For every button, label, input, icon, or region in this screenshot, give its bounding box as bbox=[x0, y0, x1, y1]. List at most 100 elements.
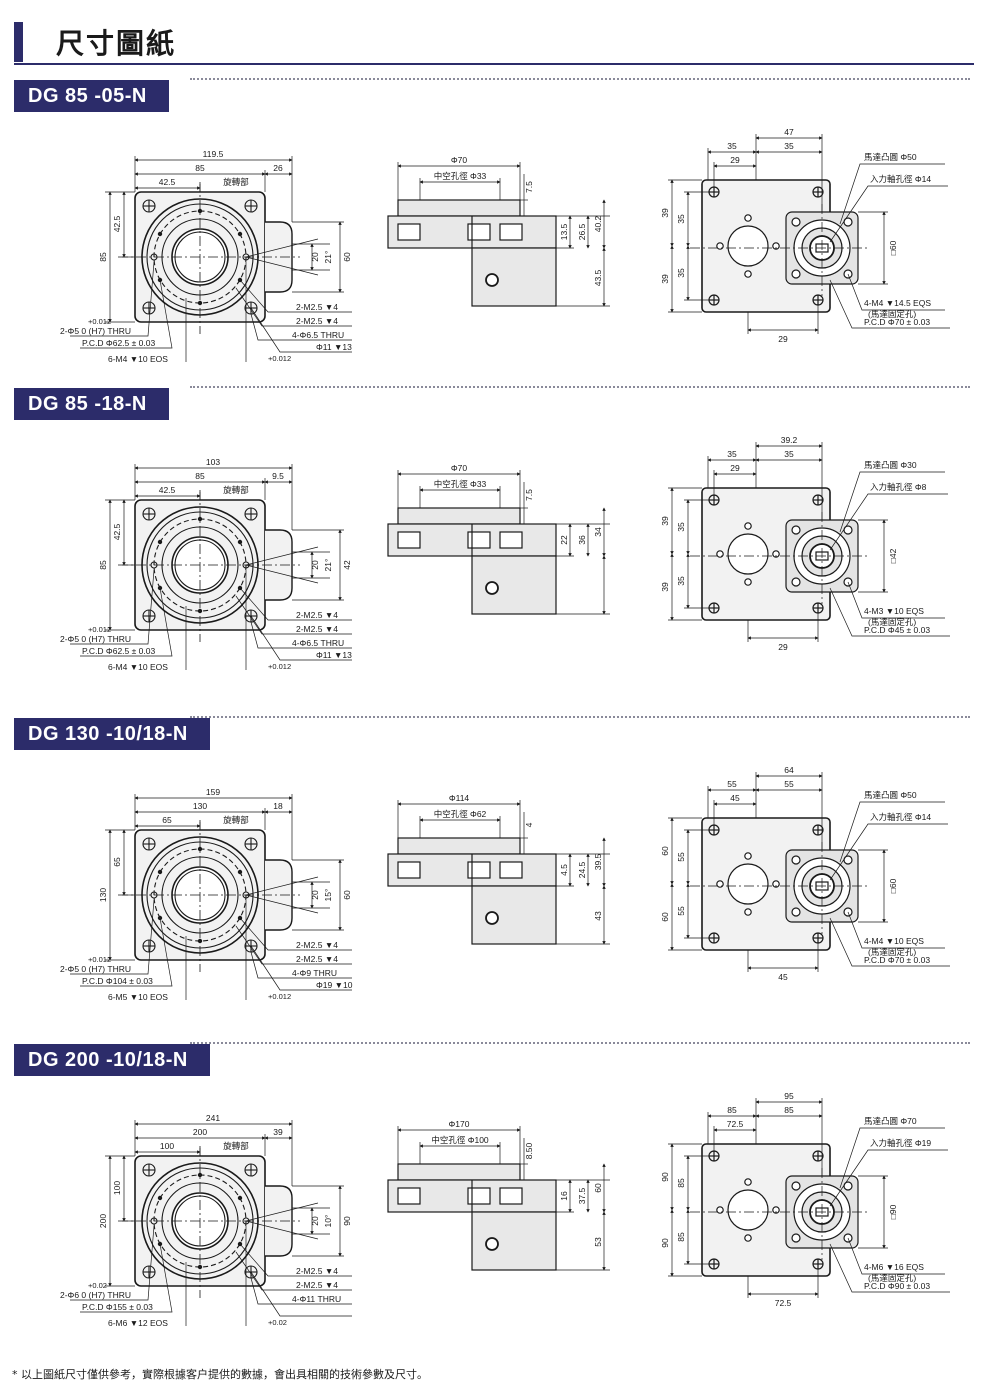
side-top-flange bbox=[397, 1163, 521, 1181]
rear-view bbox=[690, 179, 870, 313]
callout-l3: 6-M4 ▼10 EQS bbox=[108, 354, 168, 362]
front-text: 159 130 18 65 旋轉部 130 65 20 15° 60 2-M2.… bbox=[60, 787, 353, 1000]
dim-ext-h2: 90 bbox=[342, 1216, 352, 1226]
dim-w1: 64 bbox=[784, 765, 794, 775]
model-badge: DG 85 -18-N bbox=[14, 388, 169, 420]
dim-v2: 16 bbox=[559, 1191, 569, 1201]
callout-c5-tol: +0.012 bbox=[268, 992, 291, 1000]
rear-text: 64 55 55 45 60 55 60 55 馬達凸圓 Φ50 入力軸孔徑 Φ… bbox=[660, 765, 931, 982]
dim-overall-width: 159 bbox=[206, 787, 220, 797]
dim-w1: 39.2 bbox=[781, 435, 798, 445]
callout-m1: 4-M4 ▼14.5 EQS bbox=[864, 298, 931, 308]
side-motor-block bbox=[471, 1211, 557, 1271]
callout-c1: 2-M2.5 ▼4 bbox=[296, 1266, 338, 1276]
callout-l3: 6-M5 ▼10 EQS bbox=[108, 992, 168, 1000]
callout-c2: 2-M2.5 ▼4 bbox=[296, 316, 338, 326]
front-tab bbox=[265, 529, 293, 601]
callout-c1: 2-M2.5 ▼4 bbox=[296, 940, 338, 950]
callout-l1: 2-Φ5 0 (H7) THRU bbox=[60, 326, 131, 336]
dim-h4: 55 bbox=[676, 906, 686, 916]
dim-w3: 35 bbox=[784, 141, 794, 151]
dim-v1: 7.5 bbox=[524, 489, 534, 501]
dim-half-width: 42.5 bbox=[159, 177, 176, 187]
label-input-shaft: 入力軸孔徑 Φ14 bbox=[870, 174, 931, 184]
callout-c3: 4-Φ6.5 THRU bbox=[292, 638, 344, 648]
side-view bbox=[387, 199, 557, 307]
dim-w1: 47 bbox=[784, 127, 794, 137]
corner-holes bbox=[142, 199, 258, 315]
dim-b1: 29 bbox=[778, 642, 788, 652]
callout-l1-tol: +0.02 bbox=[88, 1281, 107, 1290]
callout-m1: 4-M3 ▼10 EQS bbox=[864, 606, 924, 616]
dim-half-width: 42.5 bbox=[159, 485, 176, 495]
model-badge: DG 85 -05-N bbox=[14, 80, 169, 112]
dimension-drawing-2: 103 85 9.5 42.5 旋轉部 85 42.5 20 21° 42 2-… bbox=[60, 435, 950, 670]
callout-c2: 2-M2.5 ▼4 bbox=[296, 954, 338, 964]
dim-half-width: 65 bbox=[162, 815, 172, 825]
label-motor-flange: 馬達凸圓 Φ50 bbox=[864, 790, 917, 800]
dim-square: □60 bbox=[888, 878, 898, 893]
dim-h4: 85 bbox=[676, 1232, 686, 1242]
dim-h3: 90 bbox=[660, 1238, 670, 1248]
label-rotary: 旋轉部 bbox=[223, 177, 249, 187]
dim-ext-h1: 20 bbox=[310, 252, 320, 262]
dim-ext-h2: 60 bbox=[342, 890, 352, 900]
dotted-divider bbox=[190, 1042, 970, 1044]
callout-c4: Φ11 ▼13 bbox=[316, 342, 352, 352]
corner-holes bbox=[142, 837, 258, 953]
callout-l1-tol: +0.012 bbox=[88, 955, 111, 964]
side-dimensions bbox=[397, 470, 610, 615]
callout-l2: P.C.D Φ62.5 ± 0.03 bbox=[82, 338, 155, 348]
dim-ext-h1: 20 bbox=[310, 890, 320, 900]
dim-body-width: 130 bbox=[193, 801, 207, 811]
front-view bbox=[118, 1146, 319, 1298]
dim-ext-width: 9.5 bbox=[272, 471, 284, 481]
front-text: 119.5 85 26 42.5 旋轉部 85 42.5 20 21° 60 2… bbox=[60, 149, 352, 362]
label-motor-flange: 馬達凸圓 Φ30 bbox=[864, 460, 917, 470]
side-dimensions bbox=[397, 1126, 610, 1271]
rear-text: 47 35 35 29 39 35 39 35 馬達凸圓 Φ50 入力軸孔徑 Φ… bbox=[660, 127, 931, 344]
dim-half-height: 100 bbox=[112, 1181, 122, 1195]
dim-h3: 39 bbox=[660, 274, 670, 284]
dim-h2: 55 bbox=[676, 852, 686, 862]
label-motor-flange: 馬達凸圓 Φ70 bbox=[864, 1116, 917, 1126]
rear-text: 95 85 85 72.5 90 85 90 85 馬達凸圓 Φ70 入力軸孔徑… bbox=[660, 1091, 931, 1308]
front-dimensions bbox=[70, 1120, 352, 1326]
dim-hollow-dia: 中空孔徑 Φ33 bbox=[434, 479, 487, 489]
rear-center-bore bbox=[727, 1189, 769, 1231]
front-view bbox=[118, 820, 319, 972]
dim-v5: 53 bbox=[593, 1237, 603, 1247]
rear-dimensions bbox=[668, 1098, 950, 1298]
dim-v1: 7.5 bbox=[524, 181, 534, 193]
label-rotary: 旋轉部 bbox=[223, 485, 249, 495]
dim-h1: 39 bbox=[660, 208, 670, 218]
dim-b1: 29 bbox=[778, 334, 788, 344]
dim-w3: 35 bbox=[784, 449, 794, 459]
dim-half-height: 42.5 bbox=[112, 523, 122, 540]
front-tab bbox=[265, 859, 293, 931]
dim-body-width: 85 bbox=[195, 471, 205, 481]
dim-v3: 24.5 bbox=[577, 861, 587, 878]
dim-half-width: 100 bbox=[160, 1141, 174, 1151]
dim-h3: 39 bbox=[660, 582, 670, 592]
corner-holes bbox=[142, 507, 258, 623]
rear-center-bore bbox=[727, 225, 769, 267]
dim-square: □60 bbox=[888, 240, 898, 255]
rear-text: 39.2 35 35 29 39 35 39 35 馬達凸圓 Φ30 入力軸孔徑… bbox=[660, 435, 930, 652]
dim-h3: 60 bbox=[660, 912, 670, 922]
dim-height: 130 bbox=[98, 888, 108, 902]
callout-c5-tol: +0.012 bbox=[268, 354, 291, 362]
dim-v5: 43.5 bbox=[593, 269, 603, 286]
dim-v2: 13.5 bbox=[559, 223, 569, 240]
side-dimensions bbox=[397, 162, 610, 307]
callout-l1: 2-Φ6 0 (H7) THRU bbox=[60, 1290, 131, 1300]
dim-ext-h1: 20 bbox=[310, 560, 320, 570]
dim-overall-width: 119.5 bbox=[203, 149, 224, 159]
side-view bbox=[387, 837, 557, 945]
dim-h4: 35 bbox=[676, 268, 686, 278]
front-text: 241 200 39 100 旋轉部 200 100 20 10° 90 2-M… bbox=[60, 1113, 352, 1326]
dim-ext-width: 18 bbox=[273, 801, 283, 811]
front-view bbox=[118, 490, 319, 642]
dim-overall-width: 241 bbox=[206, 1113, 220, 1123]
footnote: * 以上圖紙尺寸僅供參考，實際根據客户提供的數據，會出具相關的技術參數及尺寸。 bbox=[12, 1368, 428, 1381]
